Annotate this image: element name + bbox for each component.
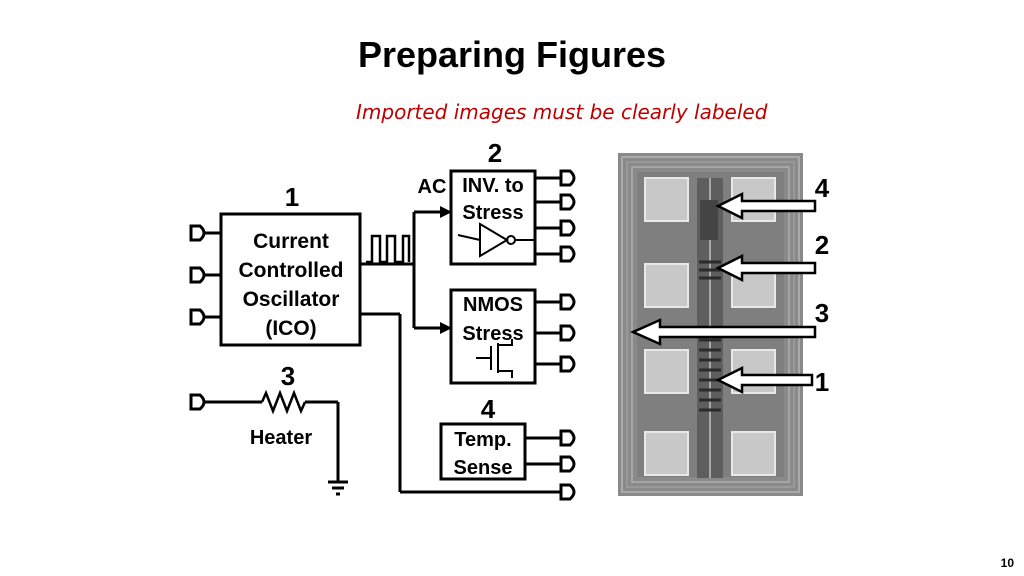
pulse-icon — [366, 234, 411, 264]
slide-title: Preparing Figures — [357, 34, 667, 75]
nmos-label-line-1: NMOS — [463, 294, 523, 316]
pins — [189, 169, 576, 501]
callout-number-4: 4 — [815, 173, 830, 203]
inverter-icon — [479, 222, 509, 258]
ico-label-line-3: Oscillator — [243, 288, 340, 311]
resistor-icon — [260, 389, 307, 415]
ico-label-line-4: (ICO) — [265, 317, 316, 340]
inv-number: 2 — [488, 138, 502, 168]
temp-block — [439, 422, 527, 481]
nmos-block — [449, 288, 537, 385]
ico-label-line-1: Current — [253, 230, 329, 253]
callout-number-3: 3 — [815, 298, 829, 328]
nmos-label-line-2: Stress — [462, 323, 523, 345]
die-micrograph — [618, 153, 817, 496]
nmos-transistor-icon — [476, 339, 513, 378]
callout-number-2: 2 — [815, 230, 829, 260]
inv-block — [449, 169, 537, 266]
page-number: 10 — [1000, 556, 1014, 570]
callout-number-1: 1 — [815, 367, 829, 397]
heater-label: Heater — [250, 427, 312, 449]
slide-subtitle: Imported images must be clearly labeled — [356, 100, 768, 124]
heater-number: 3 — [281, 361, 295, 391]
inv-label-line-1: INV. to — [462, 175, 524, 197]
callout-arrows — [629, 191, 817, 395]
ico-number: 1 — [285, 182, 299, 212]
temp-number: 4 — [481, 394, 496, 424]
ico-block — [219, 212, 362, 347]
ico-label-line-2: Controlled — [239, 259, 344, 282]
ac-label: AC — [418, 176, 447, 198]
inv-label-line-2: Stress — [462, 202, 523, 224]
temp-label-line-2: Sense — [454, 457, 513, 479]
temp-label-line-1: Temp. — [454, 429, 511, 451]
